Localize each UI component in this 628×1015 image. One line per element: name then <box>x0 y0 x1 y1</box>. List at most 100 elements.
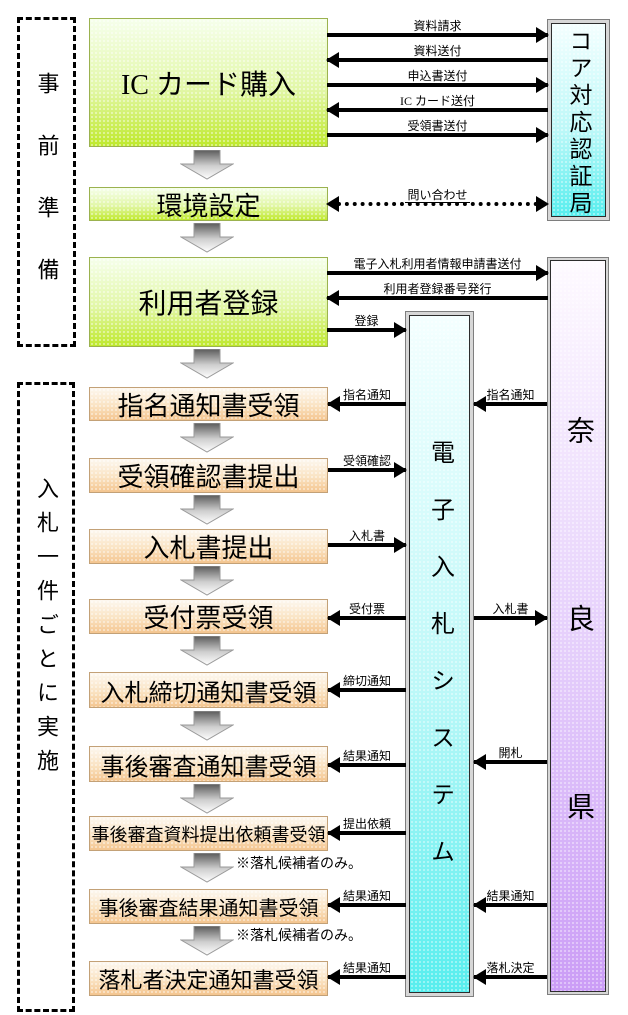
connector-inquiry: 問い合わせ <box>326 188 549 212</box>
connector-label: IC カード送付 <box>397 94 477 110</box>
step-label: 受付票受領 <box>143 604 274 633</box>
step-bid-closing-notice-receipt: 入札締切通知書受領 <box>89 672 328 708</box>
arrow-left-icon <box>327 682 340 698</box>
down-arrow-icon <box>180 150 234 180</box>
step-post-review-result-notice-receipt: 事後審査結果通知書受領 <box>89 889 328 924</box>
entity-nara-pref: 奈良県 <box>547 257 609 995</box>
step-environment-setup: 環境設定 <box>89 187 328 221</box>
connector-nomination-notice: 指名通知 <box>327 388 406 412</box>
step-label: 入札締切通知書受領 <box>100 680 317 707</box>
connector-result-notice: 結果通知 <box>327 749 406 773</box>
connector-bid-document: 入札書 <box>328 529 407 553</box>
connector-label: 資料請求 <box>411 19 464 35</box>
arrow-left-icon <box>473 396 486 412</box>
arrow-right-icon <box>394 322 407 338</box>
connector-bid-opening: 開札 <box>473 746 547 770</box>
connector-label: 開札 <box>496 746 525 762</box>
step-post-review-docs-request-receipt: 事後審査資料提出依頼書受領 <box>89 816 328 851</box>
down-arrow-icon <box>180 711 234 741</box>
step-reception-slip-receipt: 受付票受領 <box>89 599 328 634</box>
connector-result-notice: 結果通知 <box>327 961 406 985</box>
step-label: 事後審査資料提出依頼書受領 <box>91 824 326 845</box>
arrow-left-icon <box>327 757 340 773</box>
arrow-left-icon <box>326 290 339 306</box>
connector-result-notice-from-pref: 結果通知 <box>473 889 547 913</box>
connector-label: 受領書送付 <box>405 119 470 135</box>
arrow-left-icon <box>327 897 340 913</box>
step-label: 事後審査通知書受領 <box>100 754 317 781</box>
arrow-left-icon <box>473 969 486 985</box>
connector-label: 落札決定 <box>484 961 537 977</box>
connector-label: 申込書送付 <box>405 69 470 85</box>
step-user-registration: 利用者登録 <box>89 257 328 347</box>
connector-label: 結果通知 <box>484 889 537 905</box>
arrow-left-icon <box>326 196 339 212</box>
connector-reception-slip: 受付票 <box>327 602 406 626</box>
entity-nara-pref-label: 奈良県 <box>563 416 594 980</box>
connector-label: 指名通知 <box>340 388 393 404</box>
phase-label-per-bid: 入札一件ごとに実施 <box>34 477 59 783</box>
arrow-left-icon <box>327 969 340 985</box>
connector-label: 受付票 <box>346 602 387 618</box>
connector-label: 入札書 <box>490 602 531 618</box>
connector-label: 登録 <box>352 314 381 330</box>
down-arrow-icon <box>180 566 234 596</box>
step-label: 環境設定 <box>156 191 261 221</box>
note-winning-candidates-only: ※落札候補者のみ。 <box>236 857 362 872</box>
arrow-right-icon <box>536 127 549 143</box>
step-label: 入札書提出 <box>143 534 274 563</box>
connector-label: 問い合わせ <box>405 188 470 204</box>
step-winner-decision-notice-receipt: 落札者決定通知書受領 <box>89 961 328 996</box>
connector-nomination-notice-from-pref: 指名通知 <box>473 388 547 412</box>
arrow-left-icon <box>326 102 339 118</box>
connector-receipt-confirmation: 受領確認 <box>328 454 407 478</box>
step-label: 利用者登録 <box>138 289 279 320</box>
connector-label: 締切通知 <box>340 674 393 690</box>
entity-core-ca: コア対応認証局 <box>547 19 610 221</box>
arrow-left-icon <box>327 825 340 841</box>
connector-label: 受領確認 <box>340 454 393 470</box>
connector-result-notice: 結果通知 <box>327 889 406 913</box>
connector-closing-notice: 締切通知 <box>327 674 406 698</box>
note-winning-candidates-only: ※落札候補者のみ。 <box>236 929 362 944</box>
step-nomination-notice-receipt: 指名通知書受領 <box>89 387 328 421</box>
down-arrow-icon <box>180 495 234 525</box>
arrow-right-icon <box>536 196 549 212</box>
connector-label: 提出依頼 <box>340 817 393 833</box>
step-label: IC カード購入 <box>120 69 296 101</box>
arrow-right-icon <box>394 537 407 553</box>
down-arrow-icon <box>180 926 234 956</box>
connector-ebid-user-info-application: 電子入札利用者情報申請書送付 <box>327 257 549 281</box>
connector-ic-card-delivery: IC カード送付 <box>326 94 548 118</box>
phase-box-per-bid: 入札一件ごとに実施 <box>17 382 75 1012</box>
entity-ebid-system-label: 電子入札システム <box>426 440 453 896</box>
entity-core-ca-label: コア対応認証局 <box>566 29 591 218</box>
connector-user-registration-number-issue: 利用者登録番号発行 <box>326 282 548 306</box>
down-arrow-icon <box>180 349 234 379</box>
connector-label: 資料送付 <box>411 44 464 60</box>
connector-label: 結果通知 <box>340 749 393 765</box>
arrow-right-icon <box>536 265 549 281</box>
arrow-right-icon <box>535 610 548 626</box>
arrow-left-icon <box>473 897 486 913</box>
step-bid-submission: 入札書提出 <box>89 529 328 564</box>
arrow-left-icon <box>327 396 340 412</box>
connector-award-decision: 落札決定 <box>473 961 547 985</box>
down-arrow-icon <box>180 784 234 814</box>
connector-receipt-delivery: 受領書送付 <box>327 119 549 143</box>
step-receipt-confirmation-submit: 受領確認書提出 <box>89 458 328 493</box>
arrow-right-icon <box>536 77 549 93</box>
arrow-right-icon <box>394 462 407 478</box>
connector-label: 利用者登録番号発行 <box>381 282 494 298</box>
arrow-left-icon <box>327 610 340 626</box>
connector-registration: 登録 <box>327 314 407 338</box>
arrow-left-icon <box>473 754 486 770</box>
connector-label: 指名通知 <box>484 388 537 404</box>
arrow-left-icon <box>326 52 339 68</box>
down-arrow-icon <box>180 223 234 253</box>
step-ic-card-purchase: IC カード購入 <box>89 18 328 147</box>
step-post-review-notice-receipt: 事後審査通知書受領 <box>89 746 328 782</box>
step-label: 指名通知書受領 <box>117 391 300 421</box>
down-arrow-icon <box>180 423 234 453</box>
